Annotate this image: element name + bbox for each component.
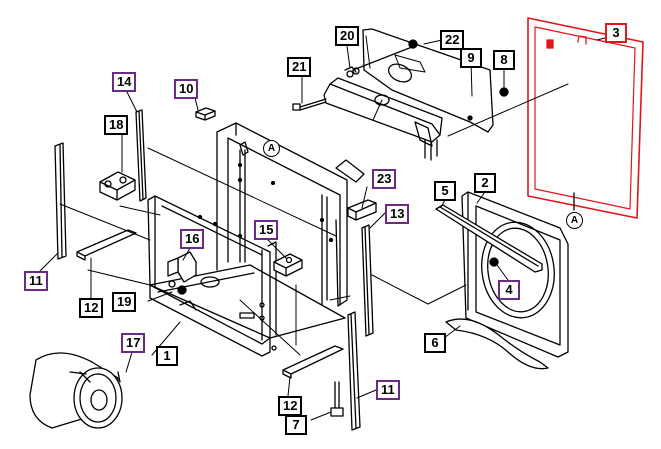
reference-marker-a: A xyxy=(566,212,583,229)
callout-12: 12 xyxy=(79,298,104,318)
part-13-strip xyxy=(361,224,374,337)
callout-10: 10 xyxy=(174,79,199,99)
part-16-bracket xyxy=(167,251,197,295)
part-14-strip xyxy=(135,109,147,202)
callout-14: 14 xyxy=(112,72,137,92)
callout-17: 17 xyxy=(121,333,146,353)
callout-9: 9 xyxy=(460,48,482,68)
frame-floor-plate xyxy=(149,264,346,357)
callout-11: 11 xyxy=(376,380,400,400)
callout-22: 22 xyxy=(440,30,465,50)
part-18-bracket xyxy=(99,171,136,201)
callout-1: 1 xyxy=(156,346,178,366)
callout-2: 2 xyxy=(474,173,496,193)
callout-11: 11 xyxy=(24,271,48,291)
callout-3: 3 xyxy=(605,23,627,43)
callout-8: 8 xyxy=(493,50,515,70)
part-7-bolt xyxy=(330,381,344,417)
callout-21: 21 xyxy=(287,57,312,77)
part-11-strip-left xyxy=(54,142,67,260)
callout-4: 4 xyxy=(498,280,520,300)
callout-7: 7 xyxy=(285,415,307,435)
part-23-block xyxy=(347,199,377,221)
callout-16: 16 xyxy=(180,229,205,249)
frame-rear-panel xyxy=(216,122,365,307)
callout-15: 15 xyxy=(254,220,279,240)
part-20-bracket-assembly xyxy=(323,39,443,161)
callout-19: 19 xyxy=(112,292,137,312)
reference-marker-a: A xyxy=(263,140,280,157)
callout-6: 6 xyxy=(424,333,446,353)
reference-lines xyxy=(59,83,569,356)
part-17-filter xyxy=(29,352,123,429)
frame-left-plate xyxy=(147,195,271,345)
part-12-bar-bottom xyxy=(282,345,344,379)
callout-5: 5 xyxy=(434,181,456,201)
part-3-gasket xyxy=(527,17,644,219)
callout-18: 18 xyxy=(104,115,129,135)
part-6-seal xyxy=(445,318,549,370)
callout-13: 13 xyxy=(385,204,410,224)
callout-23: 23 xyxy=(372,169,397,189)
frame-right-plate xyxy=(261,241,277,341)
part-15-bracket xyxy=(273,253,303,277)
callout-leaders xyxy=(39,37,606,421)
part-21-bolt xyxy=(292,98,327,111)
callout-20: 20 xyxy=(335,26,360,46)
callout-12: 12 xyxy=(278,396,303,416)
part-10-block xyxy=(195,107,216,121)
part-8-nut xyxy=(499,87,509,97)
part-12-bar-left xyxy=(76,229,137,261)
part-11-strip-right xyxy=(347,311,361,431)
